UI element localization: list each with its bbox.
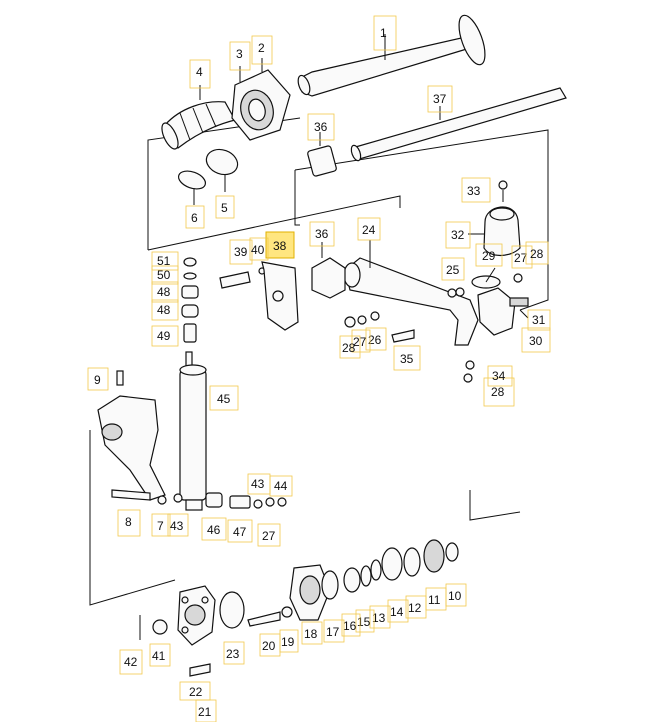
callout-43-right: 43 (251, 477, 265, 491)
part-hub-components (139, 539, 459, 677)
callout-36-sleeve: 36 (314, 120, 328, 134)
part-hub-flange (177, 585, 216, 646)
callout-18: 18 (304, 627, 318, 641)
callout-35: 35 (400, 352, 414, 366)
callout-16: 16 (343, 619, 357, 633)
callout-41: 41 (152, 649, 166, 663)
callout-21: 21 (198, 705, 212, 719)
part-bracket (455, 190, 529, 336)
part-mount-plate (261, 261, 299, 331)
part-arm-bushing (311, 242, 346, 299)
callout-31: 31 (532, 313, 546, 327)
part-boot (161, 85, 236, 150)
callout-30: 30 (529, 334, 543, 348)
callout-28-lower: 28 (491, 385, 505, 399)
callout-45: 45 (217, 392, 231, 406)
callout-10: 10 (448, 589, 462, 603)
part-sleeve (307, 132, 337, 177)
part-arm-hardware (344, 180, 508, 383)
callout-1: 1 (380, 26, 387, 40)
callout-20: 20 (262, 639, 276, 653)
callout-labels: 1 2 3 4 5 6 7 8 9 10 11 12 13 14 15 16 1 (87, 15, 551, 722)
callout-13: 13 (372, 611, 386, 625)
callout-43-lower: 43 (170, 519, 184, 533)
callout-27-lower: 27 (262, 529, 276, 543)
callout-44: 44 (274, 479, 288, 493)
part-bump-stop (468, 206, 521, 257)
callout-28-arm: 28 (342, 341, 356, 355)
part-axle-shaft (297, 14, 486, 97)
callout-11: 11 (428, 593, 441, 607)
part-joint-housing (231, 58, 291, 141)
callout-14: 14 (390, 605, 404, 619)
part-shock-absorber (179, 351, 207, 511)
callout-17: 17 (326, 625, 340, 639)
callout-19: 19 (281, 635, 295, 649)
callout-3: 3 (236, 47, 243, 61)
callout-7: 7 (157, 519, 164, 533)
callout-42: 42 (124, 655, 138, 669)
callout-39: 39 (234, 245, 248, 259)
callout-8: 8 (125, 515, 132, 529)
callout-4: 4 (196, 65, 203, 79)
callout-6: 6 (191, 211, 198, 225)
callout-34: 34 (492, 369, 506, 383)
part-spindle-carrier (97, 370, 166, 501)
callout-48-upper: 48 (157, 285, 171, 299)
callout-23: 23 (226, 647, 240, 661)
callout-40: 40 (251, 243, 265, 257)
callout-9: 9 (94, 373, 101, 387)
callout-48-lower: 48 (157, 303, 171, 317)
callout-38-highlighted: 38 (273, 239, 287, 253)
callout-47: 47 (233, 525, 247, 539)
callout-29: 29 (482, 249, 496, 263)
callout-32: 32 (451, 228, 465, 242)
callout-50: 50 (157, 268, 171, 282)
part-spline-shaft (350, 87, 567, 162)
callout-33: 33 (467, 184, 481, 198)
callout-12: 12 (408, 601, 422, 615)
callout-26: 26 (368, 333, 382, 347)
callout-51: 51 (157, 254, 171, 268)
callout-36-bushing: 36 (315, 227, 329, 241)
callout-2: 2 (258, 41, 265, 55)
callout-28-bracket: 28 (530, 247, 544, 261)
callout-25: 25 (446, 263, 460, 277)
part-lower-hardware (111, 489, 287, 509)
part-trailing-arm (343, 240, 479, 346)
callout-5: 5 (221, 201, 228, 215)
callout-37: 37 (433, 92, 447, 106)
callout-46: 46 (207, 523, 221, 537)
part-clamps (177, 148, 239, 205)
part-hardware-stack (181, 257, 266, 343)
callout-49: 49 (157, 329, 171, 343)
callout-24: 24 (362, 223, 376, 237)
callout-15: 15 (357, 615, 371, 629)
callout-27-bracket: 27 (514, 251, 528, 265)
callout-22: 22 (189, 685, 203, 699)
